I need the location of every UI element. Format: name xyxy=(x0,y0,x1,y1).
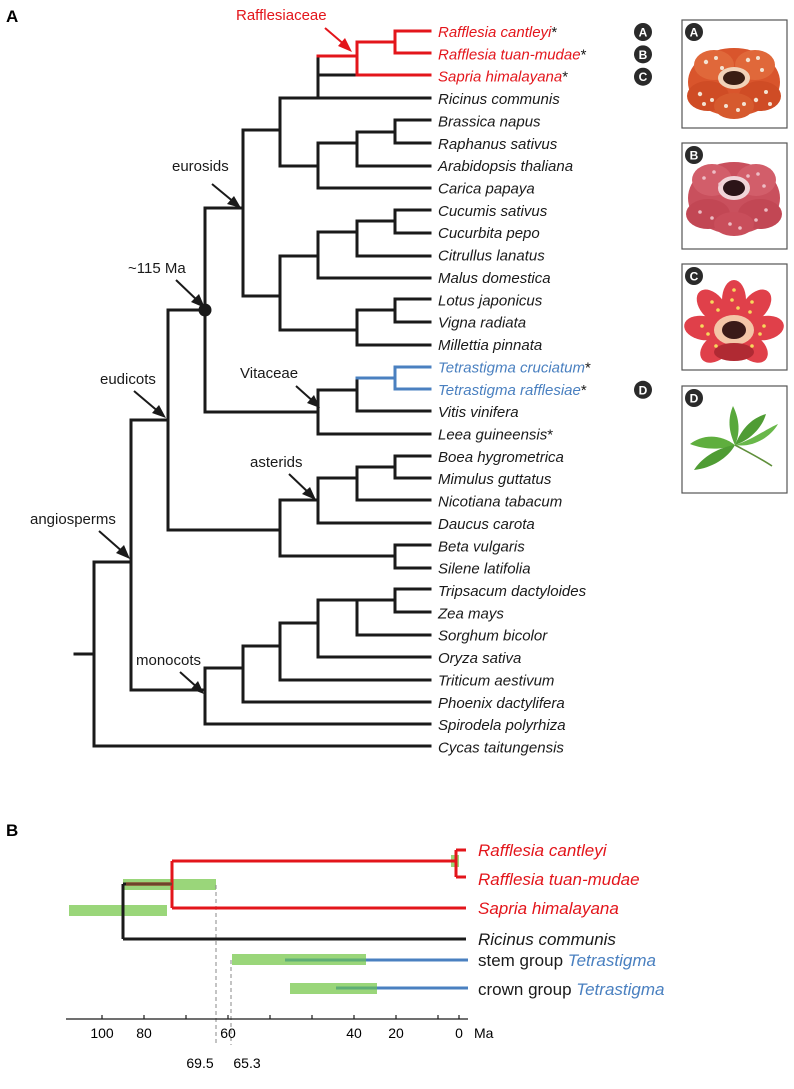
b-label-rafflesia-cantleyi: Rafflesia cantleyi xyxy=(478,841,608,860)
taxon-label: Nicotiana tabacum xyxy=(438,494,562,511)
tip-badge-letter: C xyxy=(639,70,648,84)
svg-text:B: B xyxy=(690,149,699,163)
taxon-label: Malus domestica xyxy=(438,270,551,287)
taxon-label: Cycas taitungensis xyxy=(438,740,564,757)
tetrastigma-timelines xyxy=(285,958,468,990)
b-label-ricinus-communis: Ricinus communis xyxy=(478,930,616,949)
rafflesia-tuan-mudae-photo xyxy=(686,162,782,236)
tick-label-60: 60 xyxy=(220,1025,236,1041)
taxon-label: Rafflesia tuan-mudae* xyxy=(438,46,587,63)
clade-label-asterids: asterids xyxy=(250,454,303,471)
clade-label-angiosperms: angiosperms xyxy=(30,511,116,528)
taxon-label: Phoenix dactylifera xyxy=(438,695,565,712)
taxon-label: Oryza sativa xyxy=(438,650,521,667)
taxon-label: Sorghum bicolor xyxy=(438,628,548,645)
axis-unit-label: Ma xyxy=(474,1025,494,1041)
taxon-label: Silene latifolia xyxy=(438,561,531,578)
taxon-label: Lotus japonicus xyxy=(438,292,543,309)
taxon-label: Cucurbita pepo xyxy=(438,225,540,242)
taxon-label: Cucumis sativus xyxy=(438,203,548,220)
node-age-label: ~115 Ma xyxy=(128,260,186,277)
sapria-himalayana-photo xyxy=(684,280,784,363)
ci-overlap-highlight xyxy=(126,882,172,886)
taxon-label: Arabidopsis thaliana xyxy=(437,158,573,175)
taxon-label: Daucus carota xyxy=(438,516,535,533)
taxon-label: Sapria himalayana* xyxy=(438,69,568,86)
tip-badge xyxy=(634,380,652,399)
clade-label-rafflesiaceae: Rafflesiaceae xyxy=(236,7,327,24)
taxon-label: Zea mays xyxy=(437,605,504,622)
svg-text:D: D xyxy=(690,392,699,406)
tick-label-40: 40 xyxy=(346,1025,362,1041)
taxon-label: Spirodela polyrhiza xyxy=(438,717,566,734)
clade-label-vitaceae: Vitaceae xyxy=(240,365,298,382)
taxon-label: Triticum aestivum xyxy=(438,672,554,689)
tip-badges: ABC D xyxy=(634,23,652,399)
svg-text:A: A xyxy=(690,26,699,40)
taxon-labels: Rafflesia cantleyi* Rafflesia tuan-mudae*… xyxy=(437,24,591,757)
taxon-label: Millettia pinnata xyxy=(438,337,542,354)
taxon-label: Leea guineensis* xyxy=(438,426,553,443)
marker-label-65-3: 65.3 xyxy=(233,1055,260,1071)
clade-label-eudicots: eudicots xyxy=(100,371,156,388)
tick-label-80: 80 xyxy=(136,1025,152,1041)
tetrastigma-leaves-photo xyxy=(690,406,778,470)
marker-label-69-5: 69.5 xyxy=(186,1055,213,1071)
taxon-label: Boea hygrometrica xyxy=(438,449,564,466)
rafflesiaceae-branches xyxy=(316,29,432,77)
timetree-rafflesiaceae xyxy=(121,848,466,941)
b-label-crown-group: crown group Tetrastigma xyxy=(478,980,664,999)
taxon-label: Carica papaya xyxy=(438,181,535,198)
dated-node-marker xyxy=(198,303,212,317)
confidence-interval-bars xyxy=(69,855,459,994)
phylogeny-branches xyxy=(73,54,432,748)
b-label-sapria-himalayana: Sapria himalayana xyxy=(478,899,619,918)
taxon-label: Citrullus lanatus xyxy=(438,248,545,265)
photo-panel-c: C xyxy=(681,263,788,371)
tip-badge-letter: B xyxy=(639,48,648,62)
tip-badge-letter: A xyxy=(639,26,648,40)
svg-text:C: C xyxy=(690,270,699,284)
photo-panel-d: D xyxy=(681,385,788,494)
taxon-label: Brassica napus xyxy=(438,113,541,130)
taxon-label: Mimulus guttatus xyxy=(438,471,552,488)
tick-label-20: 20 xyxy=(388,1025,404,1041)
taxon-label: Tripsacum dactyloides xyxy=(438,583,587,600)
photo-panel-a: A xyxy=(681,19,788,129)
taxon-label: Vitis vinifera xyxy=(438,404,519,421)
tick-label-0: 0 xyxy=(455,1025,463,1041)
time-axis: 100 80 60 40 20 0 Ma 69.5 65.3 xyxy=(66,1015,494,1071)
clade-label-monocots: monocots xyxy=(136,652,201,669)
taxon-label: Tetrastigma rafflesiae* xyxy=(438,382,587,399)
rafflesia-cantleyi-photo xyxy=(687,48,781,119)
taxon-label: Vigna radiata xyxy=(438,315,526,332)
tip-badge xyxy=(634,45,652,64)
taxon-label: Rafflesia cantleyi* xyxy=(438,24,557,41)
taxon-label: Raphanus sativus xyxy=(438,136,558,153)
tetrastigma-branches xyxy=(355,365,432,391)
tip-badge-letter: D xyxy=(639,383,648,397)
annotation-arrowheads xyxy=(116,38,352,694)
taxon-label: Ricinus communis xyxy=(438,91,560,108)
panel-a-letter: A xyxy=(6,7,18,26)
marker-dashed-lines xyxy=(215,885,232,1045)
clade-label-eurosids: eurosids xyxy=(172,158,229,175)
tip-badge xyxy=(634,23,652,41)
b-label-rafflesia-tuan-mudae: Rafflesia tuan-mudae xyxy=(478,870,640,889)
b-label-stem-group: stem group Tetrastigma xyxy=(478,951,656,970)
photo-panel-b: B xyxy=(681,142,788,250)
panel-b-letter: B xyxy=(6,821,18,840)
tick-label-100: 100 xyxy=(90,1025,114,1041)
taxon-label: Tetrastigma cruciatum* xyxy=(438,359,591,376)
tip-badge xyxy=(634,67,652,86)
taxon-label: Beta vulgaris xyxy=(438,538,525,555)
annotation-arrows xyxy=(98,27,347,690)
